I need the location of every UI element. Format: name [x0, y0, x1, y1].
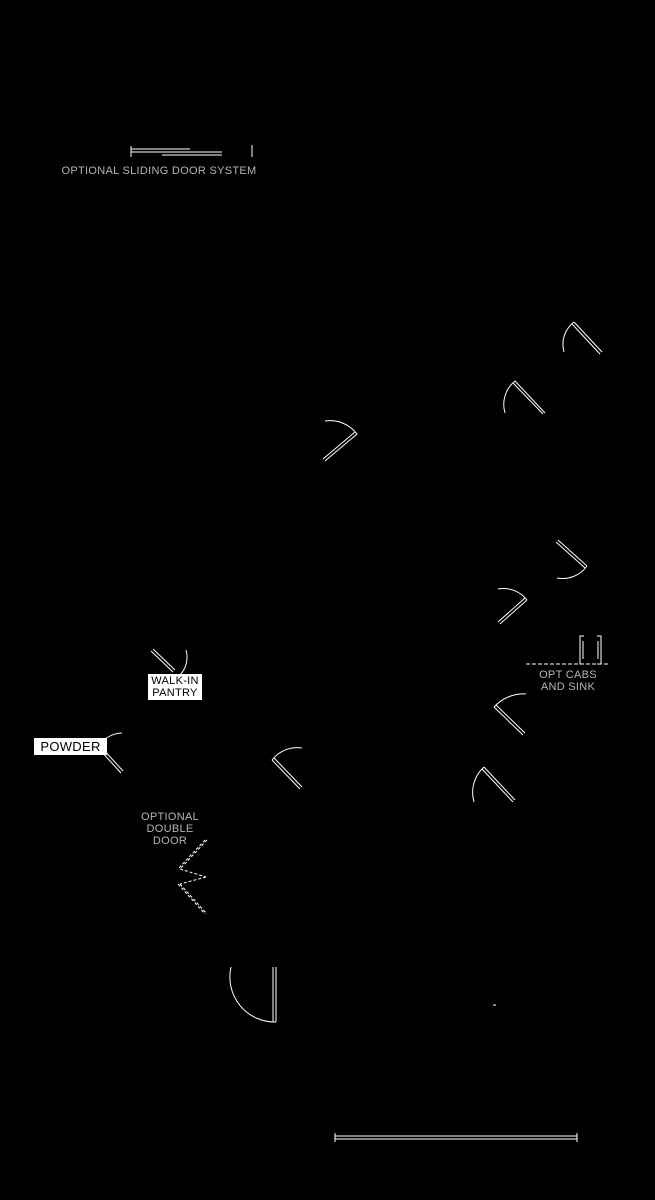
sliding-door-label: OPTIONAL SLIDING DOOR SYSTEM [61, 165, 257, 177]
door-swing-upper-right-1 [562, 321, 603, 355]
walk-in-pantry-label-line-1: WALK-IN [151, 675, 199, 687]
door-swing-middle [322, 420, 358, 462]
opt-cabs-sink-symbol [526, 635, 610, 665]
sliding-door-symbol [130, 145, 253, 157]
optional-double-door-label-line-1: OPTIONAL [140, 811, 200, 823]
bottom-threshold-symbol [334, 1133, 578, 1142]
opt-cabs-sink-label-line-1: OPT CABS [539, 669, 597, 681]
door-swing-entry [229, 966, 277, 1023]
opt-cabs-sink-label: OPT CABS AND SINK [528, 669, 608, 693]
powder-room-label: POWDER [34, 738, 107, 755]
door-swing-right-bottom [472, 766, 516, 803]
door-swing-right-lower [493, 693, 527, 736]
optional-double-door-label-line-2: DOUBLE [146, 823, 194, 835]
door-swing-center-lower [271, 747, 303, 790]
walk-in-pantry-label-line-2: PANTRY [152, 687, 198, 699]
door-swing-walk-in-pantry [150, 648, 188, 676]
optional-double-door-label: OPTIONAL DOUBLE DOOR [130, 811, 210, 847]
door-swing-right-mid [555, 539, 588, 579]
optional-double-door-label-line-3: DOOR [152, 835, 188, 847]
opt-cabs-sink-label-line-2: AND SINK [540, 681, 596, 693]
optional-double-door-symbol [177, 839, 208, 915]
door-swing-upper-right-2 [503, 380, 546, 415]
walk-in-pantry-label: WALK-IN PANTRY [148, 674, 202, 700]
door-swing-right-center [497, 588, 528, 625]
